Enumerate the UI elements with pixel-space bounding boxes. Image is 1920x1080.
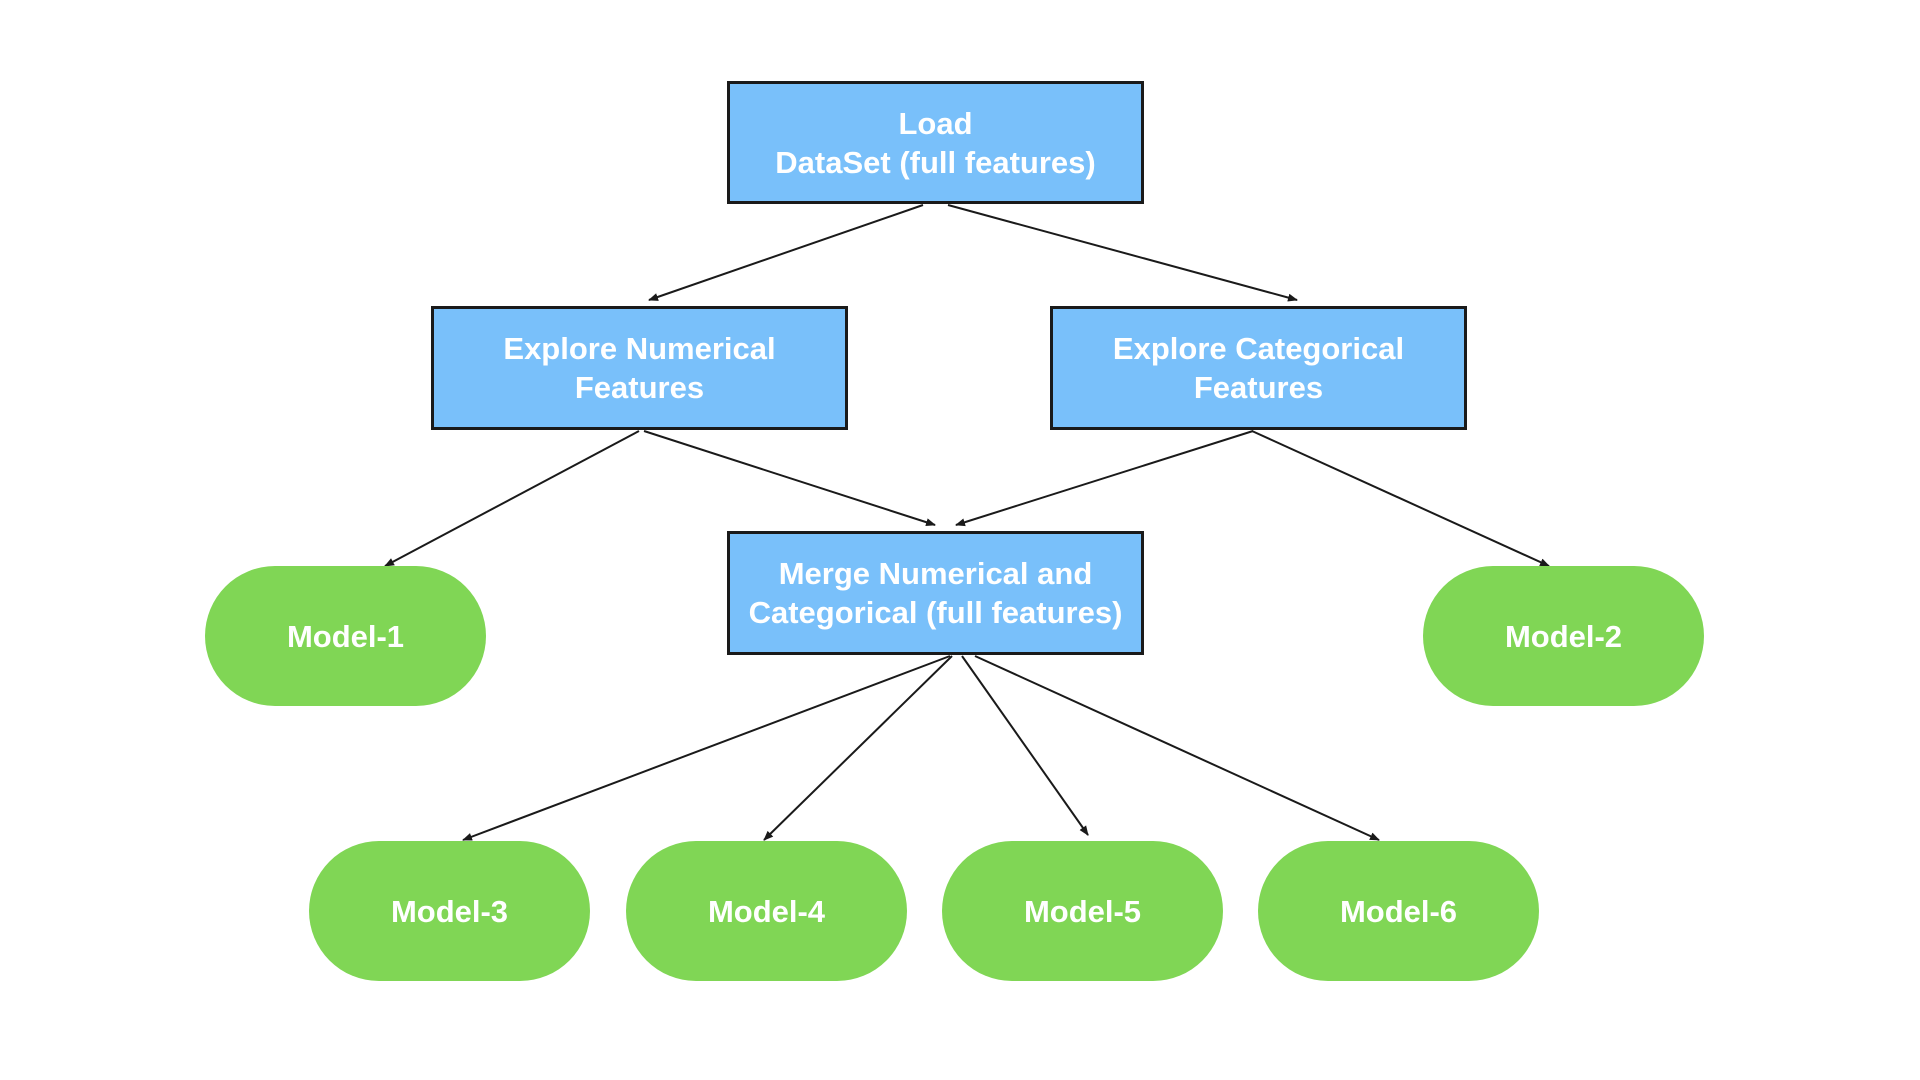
explore-categorical-line2: Features [1193,370,1324,405]
model-1-label: Model-1 [286,618,405,654]
edge-merge-to-model-5 [961,655,1089,836]
explore-numerical-line2: Features [574,370,705,405]
edge-load-to-explore-numerical [648,204,924,301]
explore-numerical-features-node[interactable]: Explore Numerical Features [431,306,848,430]
explore-numerical-line1: Explore Numerical [503,331,776,366]
edge-explore-numerical-to-merge [643,430,936,527]
load-dataset-line1: Load [898,105,973,141]
edge-explore-categorical-to-merge [955,430,1254,527]
edge-explore-categorical-to-model-2 [1251,430,1550,567]
model-3-label: Model-3 [390,893,509,929]
model-5-node[interactable]: Model-5 [942,841,1223,981]
model-6-label: Model-6 [1339,893,1458,929]
explore-categorical-features-node[interactable]: Explore Categorical Features [1050,306,1467,430]
edge-load-to-explore-categorical [947,204,1298,302]
model-3-node[interactable]: Model-3 [309,841,590,981]
explore-categorical-line1: Explore Categorical [1112,331,1405,366]
merge-line1: Merge Numerical and [778,556,1093,591]
model-4-node[interactable]: Model-4 [626,841,907,981]
model-2-label: Model-2 [1504,618,1623,654]
model-6-node[interactable]: Model-6 [1258,841,1539,981]
edge-explore-numerical-to-model-1 [384,430,640,567]
load-dataset-line2: DataSet (full features) [775,144,1096,180]
edge-merge-to-model-3 [462,655,951,841]
model-4-label: Model-4 [707,893,826,929]
merge-features-node[interactable]: Merge Numerical and Categorical (full fe… [727,531,1144,655]
edge-merge-to-model-4 [763,655,953,841]
load-dataset-node[interactable]: Load DataSet (full features) [727,81,1144,204]
merge-line2: Categorical (full features) [748,595,1123,630]
model-5-label: Model-5 [1023,893,1142,929]
edge-merge-to-model-6 [974,655,1380,841]
model-1-node[interactable]: Model-1 [205,566,486,706]
model-2-node[interactable]: Model-2 [1423,566,1704,706]
